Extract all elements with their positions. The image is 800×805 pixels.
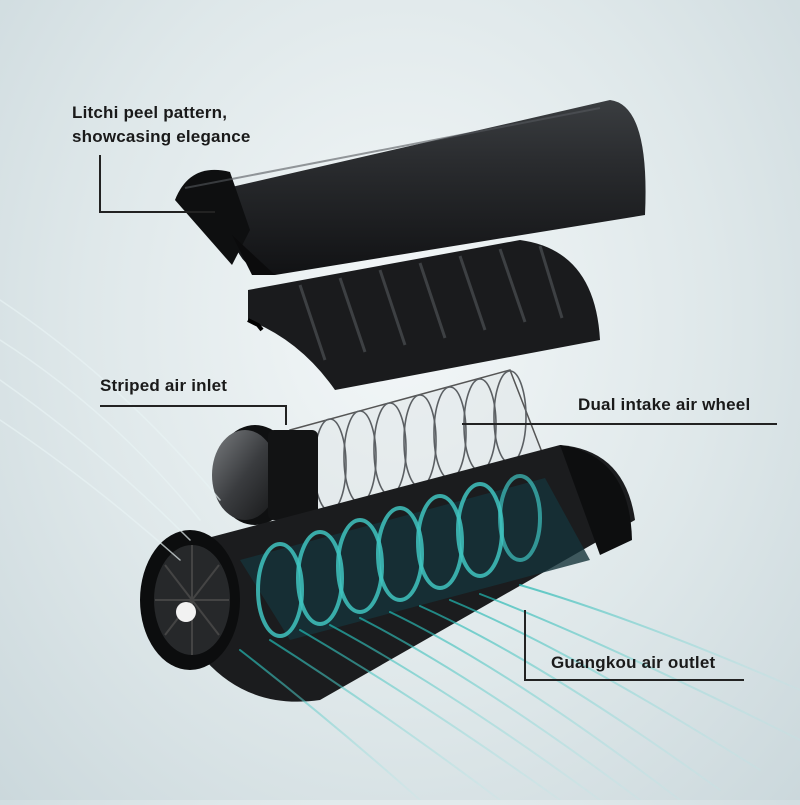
callout-guangkou-text: Guangkou air outlet: [551, 653, 716, 672]
dual-leader: [462, 423, 777, 425]
striped-leader-vertical: [285, 405, 287, 425]
ribbed-frame: [247, 240, 600, 390]
litchi-leader-horizontal: [99, 211, 215, 213]
striped-leader-horizontal: [100, 405, 285, 407]
callout-dual: Dual intake air wheel: [578, 393, 750, 417]
callout-striped-text: Striped air inlet: [100, 376, 228, 395]
callout-striped: Striped air inlet: [100, 374, 227, 398]
callout-litchi: Litchi peel pattern, showcasing elegance: [72, 101, 251, 149]
top-shell: [175, 100, 646, 275]
airflow: [0, 299, 800, 801]
guangkou-leader-vertical: [524, 610, 526, 680]
callout-litchi-line2: showcasing elegance: [72, 127, 251, 146]
callout-litchi-line1: Litchi peel pattern,: [72, 103, 228, 122]
callout-dual-text: Dual intake air wheel: [578, 395, 751, 414]
litchi-leader-vertical: [99, 155, 101, 212]
guangkou-leader-horizontal: [524, 679, 744, 681]
callout-guangkou: Guangkou air outlet: [551, 651, 715, 675]
